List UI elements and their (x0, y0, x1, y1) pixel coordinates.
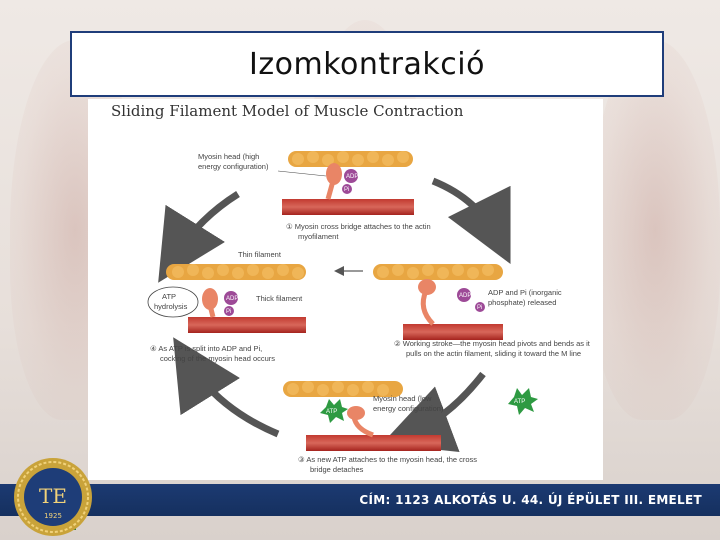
adp-molecule (457, 288, 471, 302)
cycle-arrow (158, 191, 240, 283)
slide-title: Izomkontrakció (249, 46, 485, 82)
label-adp-pi-released: ADP and Pi (inorganic (488, 288, 562, 297)
seal-letters: TE (39, 484, 67, 508)
label-step-2-2: pulls on the actin filament, sliding it … (406, 349, 581, 358)
university-seal-logo: TE 1925 (14, 458, 92, 536)
actin-filament (288, 151, 413, 167)
seal-year: 1925 (44, 512, 62, 520)
myosin-filament (282, 199, 414, 215)
myosin-filament (306, 435, 441, 451)
svg-text:ADP: ADP (346, 174, 358, 180)
label-step-3-2: bridge detaches (310, 465, 364, 474)
label-step-1-2: myofilament (298, 232, 339, 241)
cycle-arrow (381, 371, 486, 453)
svg-text:ADP: ADP (459, 293, 471, 299)
footer-address: CÍM: 1123 ALKOTÁS U. 44. ÚJ ÉPÜLET III. … (359, 493, 702, 507)
phosphate-molecule (342, 184, 352, 194)
adp-molecule (224, 291, 238, 305)
atp-molecule-incoming (508, 388, 538, 415)
diagram-heading: Sliding Filament Model of Muscle Contrac… (111, 102, 464, 120)
cycle-arrow (431, 177, 511, 265)
phosphate-molecule (475, 302, 485, 312)
label-atp-hydrolysis: ATP (162, 292, 176, 301)
label-step-2: ② Working stroke—the myosin head pivots … (394, 339, 591, 348)
label-thin-filament: Thin filament (238, 250, 282, 259)
svg-text:ATP: ATP (326, 409, 337, 415)
svg-text:ATP: ATP (514, 399, 525, 405)
stage-3-detachment: ATP ATP Myosin head (low energy configur… (283, 381, 538, 474)
label-step-1: ① Myosin cross bridge attaches to the ac… (286, 222, 431, 231)
label-step-3: ③ As new ATP attaches to the myosin head… (298, 455, 477, 464)
stage-2-working-stroke: ADP Pi ADP and Pi (inorganic phosphate) … (373, 264, 591, 358)
label-adp-pi-released-2: phosphate) released (488, 298, 556, 307)
label-myosin-head-low-2: energy configuration) (373, 404, 444, 413)
label-myosin-head-high-2: energy configuration) (198, 162, 269, 171)
myosin-neck (420, 289, 435, 326)
cycle-arrow (173, 337, 280, 438)
label-thick-filament: Thick filament (256, 294, 303, 303)
myosin-head (418, 279, 436, 295)
slide-title-box: Izomkontrakció (70, 31, 664, 97)
label-myosin-head-low: Myosin head (low (373, 394, 432, 403)
myosin-head (326, 163, 342, 185)
myosin-head (202, 288, 218, 310)
sliding-filament-diagram: ADP Pi Myosin head (high energy configur… (147, 151, 591, 474)
atp-hydrolysis-callout (147, 286, 199, 318)
background-anatomy-figure (590, 40, 720, 420)
label-step-4-2: cocking of the myosin head occurs (160, 354, 275, 363)
myosin-filament (188, 317, 306, 333)
svg-text:Pi: Pi (477, 305, 482, 311)
footer-bar: CÍM: 1123 ALKOTÁS U. 44. ÚJ ÉPÜLET III. … (0, 484, 720, 516)
label-myosin-head-high: Myosin head (high (198, 152, 259, 161)
svg-text:Pi: Pi (226, 309, 231, 315)
label-step-4: ④ As ATP is split into ADP and Pi, (150, 344, 262, 353)
phosphate-molecule (224, 306, 234, 316)
myosin-head (347, 406, 365, 420)
adp-molecule (344, 169, 358, 183)
svg-text:ADP: ADP (226, 296, 238, 302)
svg-text:Pi: Pi (344, 187, 349, 193)
diagram-panel: Sliding Filament Model of Muscle Contrac… (88, 99, 603, 480)
myosin-filament (403, 324, 503, 340)
stage-1-attachment: ADP Pi Myosin head (high energy configur… (198, 151, 431, 241)
stage-4-cocking: ADP Pi ATP hydrolysis Thin filament Thic… (147, 250, 306, 363)
atp-molecule (320, 399, 348, 423)
label-atp-hydrolysis-2: hydrolysis (154, 302, 188, 311)
